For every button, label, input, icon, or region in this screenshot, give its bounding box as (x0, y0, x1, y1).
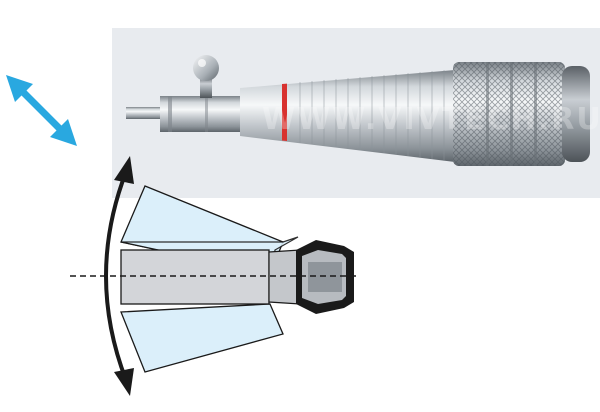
handpiece-collar (160, 96, 242, 132)
watermark: WWW.VIVTECH.RU (262, 102, 600, 137)
red-ring (282, 83, 287, 141)
end-cap (562, 66, 590, 162)
cone-lower-outer (120, 303, 284, 373)
double-headed-curved-arrow-icon (104, 156, 134, 396)
double-headed-diagonal-arrow-icon (6, 75, 77, 146)
cone-center-body (120, 249, 270, 305)
ball-post (200, 76, 212, 98)
ball-joint (193, 55, 219, 81)
swing-diagram (70, 156, 356, 396)
handpiece (126, 55, 590, 166)
